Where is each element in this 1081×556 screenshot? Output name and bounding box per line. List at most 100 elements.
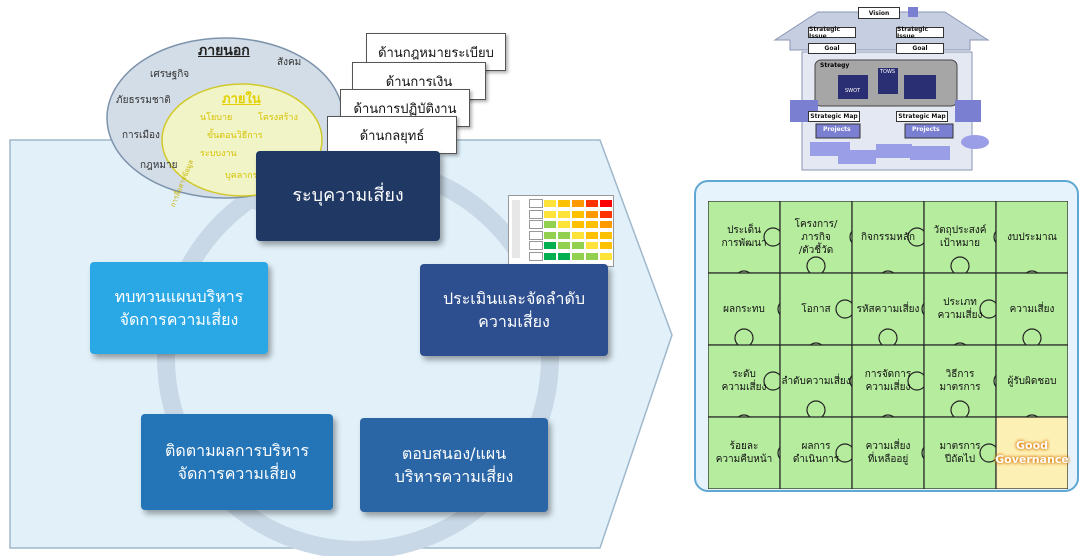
risk-matrix-cell — [543, 220, 557, 229]
puzzle-cell-label: ผู้รับผิดชอบ — [1007, 375, 1057, 387]
risk-matrix-cell — [529, 241, 543, 250]
puzzle-cell: ร้อยละ ความคืบหน้า — [708, 417, 780, 489]
puzzle-cell: ประเด็น การพัฒนา — [708, 201, 780, 273]
sm-map-left: Strategic Map — [808, 111, 860, 122]
step-monitor-label: ติดตามผลการบริหาร จัดการความเสี่ยง — [164, 440, 310, 483]
risk-matrix-cell — [599, 209, 613, 219]
step-assess-label: ประเมินและจัดลำดับ ความเสี่ยง — [442, 288, 586, 331]
puzzle-cell: การจัดการ ความเสี่ยง — [852, 345, 924, 417]
risk-matrix-cell — [529, 209, 543, 219]
risk-matrix-cell — [529, 251, 543, 261]
step-identify-label: ระบุความเสี่ยง — [292, 184, 404, 206]
sm-vision: Vision — [858, 7, 900, 19]
risk-matrix-cell — [557, 230, 571, 240]
sm-projects-left: Projects — [823, 126, 851, 133]
internal-factor-people: บุคลากร — [225, 171, 258, 181]
puzzle-cell-label: โอกาส — [801, 303, 831, 315]
puzzle-cell-label: ร้อยละ ความคืบหน้า — [715, 441, 773, 465]
external-factor-politics: การเมือง — [122, 130, 160, 141]
puzzle-cell-label: งบประมาณ — [1007, 231, 1057, 243]
step-assess-risk: ประเมินและจัดลำดับ ความเสี่ยง — [420, 264, 608, 356]
puzzle-cell-label: การจัดการ ความเสี่ยง — [864, 369, 912, 393]
step-respond-risk: ตอบสนอง/แผน บริหารความเสี่ยง — [360, 418, 548, 512]
internal-factor-policy: นโยบาย — [200, 113, 233, 123]
risk-matrix-cell — [543, 251, 557, 261]
risk-matrix-cell — [585, 199, 599, 208]
puzzle-cell-label: ความเสี่ยง — [1009, 303, 1055, 315]
sm-map-right: Strategic Map — [896, 111, 948, 122]
external-factor-economy: เศรษฐกิจ — [150, 69, 190, 80]
puzzle-cell-label: ความเสี่ยง ที่เหลืออยู่ — [865, 441, 911, 465]
puzzle-piece — [995, 416, 1068, 489]
external-factors-title: ภายนอก — [198, 43, 250, 59]
sm-projects-right: Projects — [912, 126, 940, 133]
step-identify-risk: ระบุความเสี่ยง — [256, 151, 440, 241]
step-respond-label: ตอบสนอง/แผน บริหารความเสี่ยง — [394, 443, 514, 486]
step-review-label: ทบทวนแผนบริหาร จัดการความเสี่ยง — [114, 286, 244, 329]
puzzle-pieces — [708, 201, 1068, 489]
puzzle-cell: วิธีการ มาตรการ — [924, 345, 996, 417]
sm-goal-left: Goal — [808, 43, 856, 54]
puzzle-cell: โอกาส — [780, 273, 852, 345]
puzzle-cell: ผลกระทบ — [708, 273, 780, 345]
external-factor-law: กฎหมาย — [140, 160, 178, 171]
risk-matrix-cell — [571, 241, 585, 250]
risk-matrix-cell — [557, 220, 571, 229]
risk-matrix-cell — [599, 220, 613, 229]
puzzle-piece — [708, 416, 781, 489]
risk-matrix-cell — [585, 241, 599, 250]
puzzle-piece — [995, 344, 1068, 418]
puzzle-cell: กิจกรรมหลัก — [852, 201, 924, 273]
internal-factors-title: ภายใน — [222, 92, 261, 107]
puzzle-cell-label: มาตรการ ปีถัดไป — [939, 441, 981, 465]
internal-factor-procedure: ขั้นตอนวิธีการ — [207, 131, 263, 141]
puzzle-cell: Good Governance — [995, 417, 1069, 489]
puzzle-cell-label: Good Governance — [995, 438, 1069, 466]
puzzle-cell: ประเภท ความเสี่ยง — [924, 273, 996, 345]
puzzle-cell: ผลการ ดำเนินการ — [780, 417, 852, 489]
risk-aspect-strategy: ด้านกลยุทธ์ — [327, 116, 457, 154]
risk-matrix-cell — [529, 199, 543, 208]
puzzle-cell-label: วัตถุประสงค์ เป้าหมาย — [933, 225, 987, 249]
step-review-plan: ทบทวนแผนบริหาร จัดการความเสี่ยง — [90, 262, 268, 354]
puzzle-cell-label: กิจกรรมหลัก — [860, 231, 916, 243]
risk-matrix-cell — [557, 209, 571, 219]
puzzle-cell: วัตถุประสงค์ เป้าหมาย — [924, 201, 996, 273]
puzzle-cell: โครงการ/ภารกิจ /ตัวชี้วัด — [780, 201, 852, 273]
internal-factor-structure: โครงสร้าง — [258, 113, 298, 123]
puzzle-cell: ความเสี่ยง ที่เหลืออยู่ — [852, 417, 924, 489]
risk-matrix-cell — [557, 241, 571, 250]
internal-factor-system: ระบบงาน — [200, 149, 237, 159]
risk-matrix-cell — [571, 220, 585, 229]
puzzle-cell-label: ลำดับความเสี่ยง — [781, 375, 851, 387]
risk-matrix-cell — [529, 230, 543, 240]
risk-matrix-icon — [508, 195, 614, 267]
risk-matrix-cell — [543, 199, 557, 208]
puzzle-cell: งบประมาณ — [996, 201, 1068, 273]
puzzle-cell: รหัสความเสี่ยง — [852, 273, 924, 345]
risk-matrix-cell — [543, 230, 557, 240]
puzzle-cell-label: ผลกระทบ — [723, 303, 765, 315]
risk-matrix-cell — [599, 241, 613, 250]
external-factor-disaster: ภัยธรรมชาติ — [116, 95, 171, 106]
puzzle-cell-label: รหัสความเสี่ยง — [856, 303, 920, 315]
sm-strategy: Strategy — [820, 62, 850, 69]
puzzle-cell: มาตรการ ปีถัดไป — [924, 417, 996, 489]
risk-matrix-cell — [585, 251, 599, 261]
risk-matrix-cell — [585, 220, 599, 229]
risk-matrix-cell — [599, 251, 613, 261]
risk-matrix-cell — [571, 230, 585, 240]
risk-matrix-cell — [585, 230, 599, 240]
risk-matrix-cell — [529, 220, 543, 229]
risk-matrix-cell — [557, 251, 571, 261]
risk-matrix-cell — [599, 199, 613, 208]
puzzle-cell-label: โครงการ/ภารกิจ /ตัวชี้วัด — [794, 218, 838, 256]
risk-matrix-cell — [571, 199, 585, 208]
strategy-map-diagram — [773, 7, 990, 171]
puzzle-cell: ระดับ ความเสี่ยง — [708, 345, 780, 417]
risk-matrix-cell — [571, 251, 585, 261]
risk-matrix-cell — [585, 209, 599, 219]
sm-strategic-issue-left: Strategic Issue — [808, 26, 856, 40]
puzzle-grid: ประเด็น การพัฒนา โครงการ/ภารกิจ /ตัวชี้วั… — [708, 201, 1069, 489]
sm-goal-right: Goal — [896, 43, 944, 54]
